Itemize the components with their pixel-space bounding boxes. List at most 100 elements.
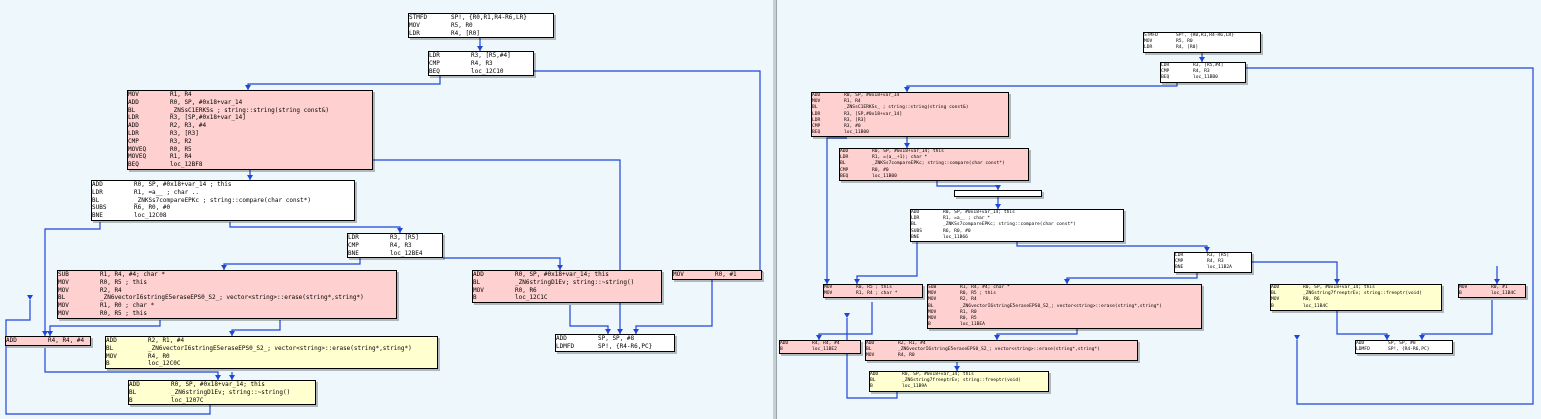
asm-line[interactable]: BL_ZN6vectorI6stringE5eraseEPS0_S2_; vec… — [866, 347, 1137, 353]
pane-splitter[interactable] — [773, 0, 776, 419]
asm-line[interactable]: BL_ZN6stringD1Ev; string::~string() — [129, 389, 315, 397]
asm-line[interactable]: BL_ZN6vectorI6stringE5eraseEPS0_S2_; vec… — [58, 294, 396, 302]
asm-line[interactable]: BL_ZNKSs7compareEPKc; string::compare(ch… — [911, 222, 1123, 228]
asm-line[interactable]: BL_ZN6stringD1Ev; string::~string() — [473, 279, 661, 287]
asm-line[interactable]: BL_ZNKSs7compareEPKc ; string::compare(c… — [92, 197, 354, 205]
asm-line[interactable]: BL_ZN6string7freeptrEv; string::freeptr(… — [870, 378, 1048, 384]
asm-line[interactable]: BL_ZN6vectorI6stringE5eraseEPS0_S2_; vec… — [106, 345, 437, 353]
asm-line[interactable]: BL_ZNKSs7compareEPKc; string::compare(ch… — [840, 161, 1028, 167]
